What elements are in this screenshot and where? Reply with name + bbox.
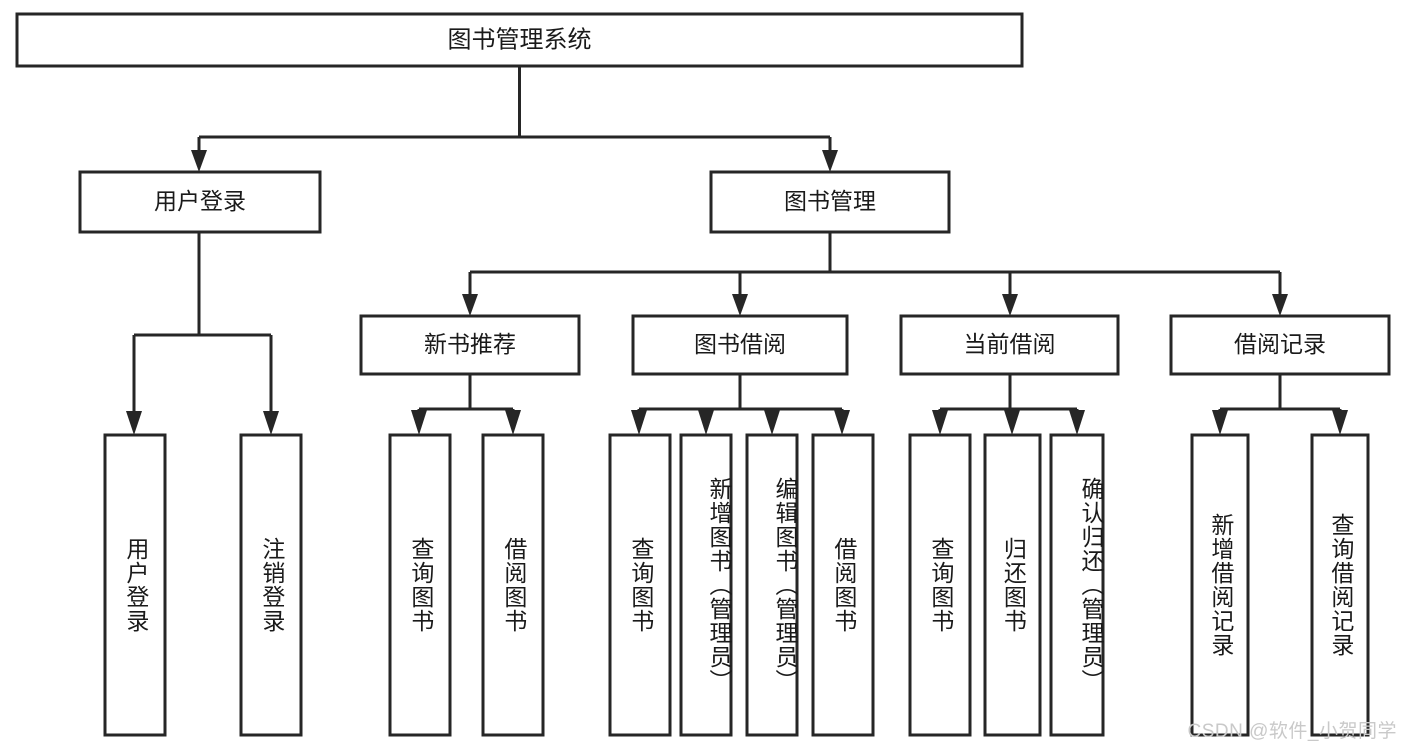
leaf-edit-book-box[interactable] xyxy=(745,433,799,737)
leaf-borrow-book-1-box[interactable] xyxy=(481,433,545,737)
node-current-borrow[interactable]: 当前借阅 xyxy=(899,314,1120,376)
node-borrow-record[interactable]: 借阅记录 xyxy=(1169,314,1391,376)
arrow-to-leaf-query-book-1 xyxy=(411,410,427,435)
node-book-borrow-box[interactable] xyxy=(631,314,849,376)
arrow-to-leaf-add-record xyxy=(1212,410,1228,435)
arrow-to-leaf-add-book xyxy=(698,410,714,435)
leaf-query-book-1-box[interactable] xyxy=(388,433,452,737)
leaf-add-record-box[interactable] xyxy=(1190,433,1250,737)
csdn-watermark: CSDN @软件_小贺同学 xyxy=(1187,721,1397,742)
connector-group xyxy=(126,66,1348,435)
node-borrow-record-label: 借阅记录 xyxy=(1234,331,1326,357)
arrow-to-book-manage xyxy=(822,150,838,172)
arrow-to-current-borrow xyxy=(1002,294,1018,316)
leaf-return-book-box[interactable] xyxy=(983,433,1042,737)
node-root-box[interactable] xyxy=(15,12,1024,68)
node-user-login[interactable]: 用户登录 xyxy=(78,170,322,234)
arrow-to-leaf-query-book-2 xyxy=(631,410,647,435)
node-new-book-recommend-box[interactable] xyxy=(359,314,581,376)
node-root[interactable]: 图书管理系统 xyxy=(15,12,1024,68)
arrow-to-user-login xyxy=(191,150,207,172)
node-book-manage-box[interactable] xyxy=(709,170,951,234)
arrow-to-leaf-query-book-3 xyxy=(932,410,948,435)
node-new-book-recommend-label: 新书推荐 xyxy=(424,331,516,357)
node-user-login-label: 用户登录 xyxy=(154,188,246,214)
leaf-confirm-return-box[interactable] xyxy=(1049,433,1105,737)
arrow-to-new-book-recommend xyxy=(462,294,478,316)
leaf-query-record-box[interactable] xyxy=(1310,433,1370,737)
arrow-to-leaf-borrow-book-1 xyxy=(505,410,521,435)
arrow-to-book-borrow xyxy=(732,294,748,316)
leaf-logout-box[interactable] xyxy=(239,433,303,737)
node-borrow-record-box[interactable] xyxy=(1169,314,1391,376)
node-current-borrow-box[interactable] xyxy=(899,314,1120,376)
leaf-borrow-book-2-box[interactable] xyxy=(811,433,875,737)
arrow-to-leaf-user-login xyxy=(126,411,142,435)
node-current-borrow-label: 当前借阅 xyxy=(964,331,1056,357)
arrow-to-leaf-logout xyxy=(263,411,279,435)
leaf-add-book-box[interactable] xyxy=(679,433,733,737)
leaf-box-group xyxy=(103,433,1370,737)
node-new-book-recommend[interactable]: 新书推荐 xyxy=(359,314,581,376)
leaf-query-book-3-box[interactable] xyxy=(908,433,972,737)
leaf-user-login-box[interactable] xyxy=(103,433,167,737)
arrow-to-leaf-return-book xyxy=(1004,410,1020,435)
arrow-to-leaf-confirm-return xyxy=(1069,410,1085,435)
node-book-manage-label: 图书管理 xyxy=(784,188,876,214)
arrow-to-borrow-record xyxy=(1272,294,1288,316)
leaf-query-book-2-box[interactable] xyxy=(608,433,672,737)
arrow-to-leaf-query-record xyxy=(1332,410,1348,435)
node-book-borrow[interactable]: 图书借阅 xyxy=(631,314,849,376)
node-book-borrow-label: 图书借阅 xyxy=(694,331,786,357)
arrow-to-leaf-borrow-book-2 xyxy=(834,410,850,435)
node-root-label: 图书管理系统 xyxy=(448,26,592,53)
arrow-to-leaf-edit-book xyxy=(764,410,780,435)
node-user-login-box[interactable] xyxy=(78,170,322,234)
node-book-manage[interactable]: 图书管理 xyxy=(709,170,951,234)
